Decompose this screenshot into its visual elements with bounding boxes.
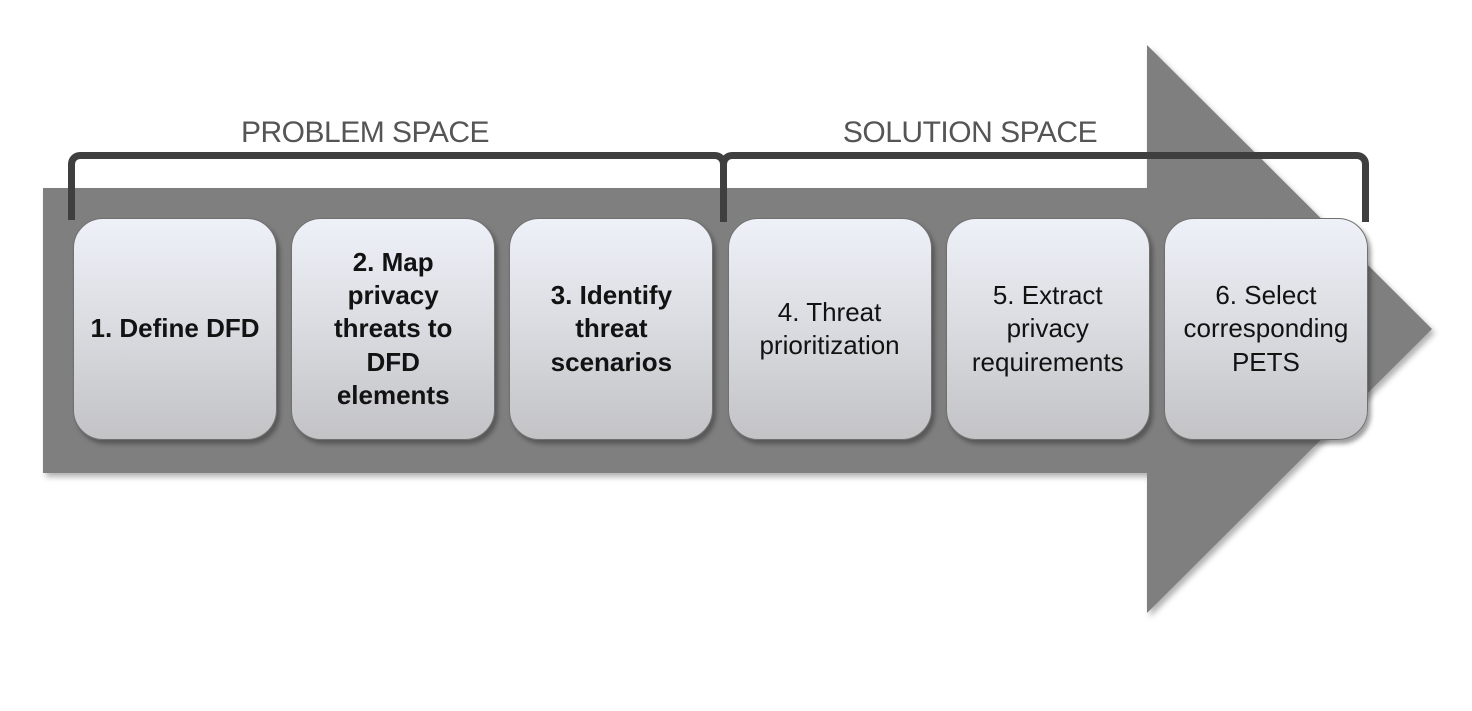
step-label-2: 2. Map privacy threats to DFD elements bbox=[333, 247, 453, 410]
step-label-3: 3. Identify threat scenarios bbox=[550, 280, 673, 377]
problem-space-bracket bbox=[68, 152, 727, 220]
solution-space-bracket bbox=[720, 152, 1369, 222]
solution-space-heading: SOLUTION SPACE bbox=[842, 116, 1098, 149]
step-box-3: 3. Identify threat scenarios bbox=[509, 218, 714, 440]
steps-row: 1. Define DFD 2. Map privacy threats to … bbox=[73, 218, 1368, 440]
step-label-5: 5. Extract privacy requirements bbox=[971, 280, 1124, 377]
step-label-1: 1. Define DFD bbox=[90, 313, 260, 344]
step-label-6: 6. Select corresponding PETS bbox=[1183, 280, 1349, 377]
step-label-4: 4. Threat prioritization bbox=[759, 296, 900, 360]
step-box-1: 1. Define DFD bbox=[73, 218, 277, 440]
step-box-6: 6. Select corresponding PETS bbox=[1163, 218, 1368, 440]
step-box-2: 2. Map privacy threats to DFD elements bbox=[291, 218, 496, 440]
step-box-4: 4. Threat prioritization bbox=[727, 218, 932, 440]
problem-space-heading: PROBLEM SPACE bbox=[240, 116, 490, 149]
step-box-5: 5. Extract privacy requirements bbox=[945, 218, 1150, 440]
